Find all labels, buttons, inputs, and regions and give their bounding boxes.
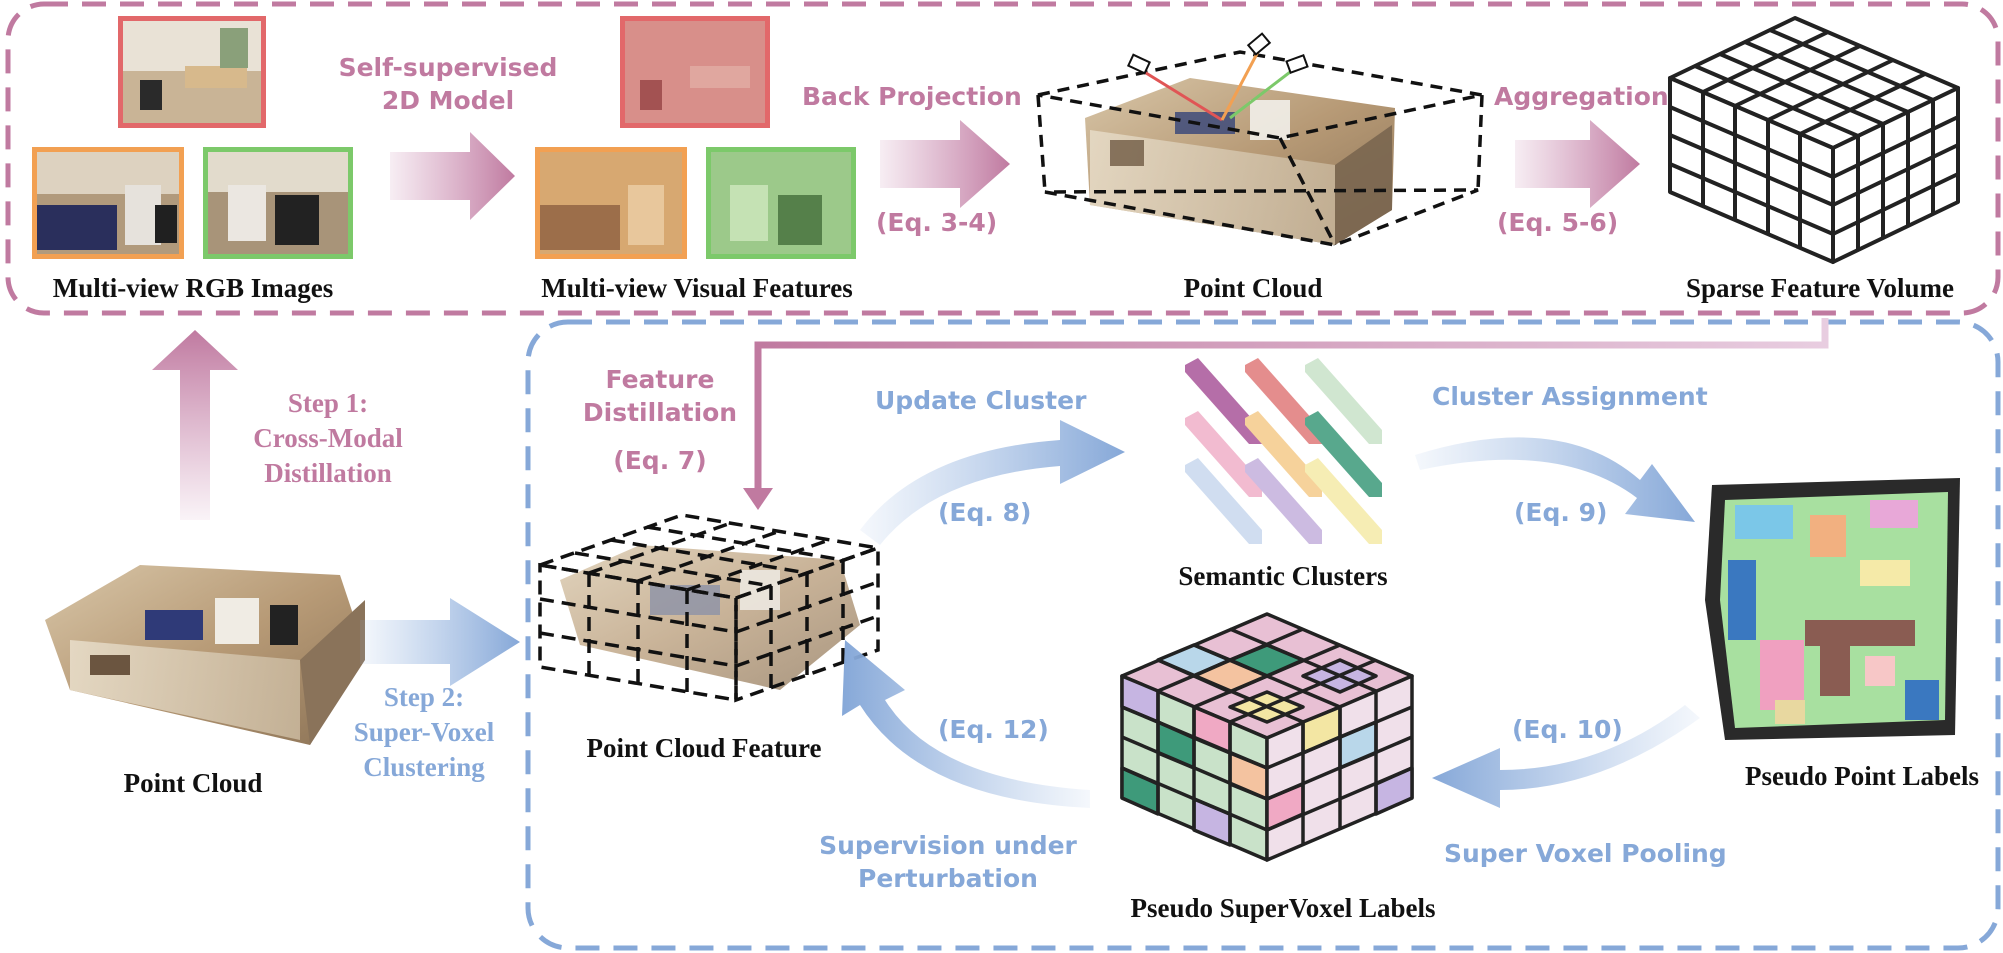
left-point-cloud [45, 565, 365, 745]
label-update-cluster-eq: (Eq. 8) [938, 498, 1032, 527]
label-feature-distillation-eq: (Eq. 7) [613, 446, 707, 475]
label-back-projection: Back Projection [802, 82, 1022, 111]
label-step1: Step 1: Cross-Modal Distillation [253, 386, 403, 491]
label-update-cluster: Update Cluster [875, 386, 1087, 415]
label-feature-distillation-line1: Feature [605, 365, 715, 394]
label-2d-model-line1: Self-supervised [338, 53, 558, 82]
arrow-aggregation [1515, 120, 1640, 208]
rgb-image-right [203, 147, 353, 259]
label-back-projection-eq: (Eq. 3-4) [876, 208, 998, 237]
arrow-supervision [842, 640, 1090, 808]
label-2d-model: Self-supervised 2D Model [339, 52, 558, 117]
label-supervoxel-pooling: Super Voxel Pooling [1444, 839, 1727, 868]
camera-rays [1126, 32, 1309, 122]
label-step2-line3: Clustering [363, 752, 485, 783]
label-aggregation-eq: (Eq. 5-6) [1497, 208, 1619, 237]
label-step1-line1: Step 1: [287, 388, 369, 418]
label-left-point-cloud: Point Cloud [123, 768, 263, 798]
label-supervision-eq: (Eq. 12) [938, 715, 1049, 744]
rgb-image-top [118, 16, 266, 128]
label-step1-line2: Cross-Modal [253, 423, 403, 454]
label-pseudo-supervoxel: Pseudo SuperVoxel Labels [1130, 893, 1436, 923]
label-sparse-volume: Sparse Feature Volume [1686, 273, 1954, 303]
distillation-connector [754, 318, 1829, 490]
rgb-image-left [32, 147, 184, 259]
label-supervision: Supervision under Perturbation [819, 830, 1077, 895]
bottom-panel-border [525, 319, 2001, 951]
arrow-step1 [152, 330, 238, 520]
feature-image-left [535, 147, 687, 259]
pseudo-point-labels [1705, 478, 1960, 740]
feature-image-top [620, 16, 770, 128]
label-top-point-cloud: Point Cloud [1183, 273, 1323, 303]
label-point-cloud-feature: Point Cloud Feature [586, 733, 822, 763]
label-2d-model-line2: 2D Model [381, 85, 515, 115]
label-visual-features: Multi-view Visual Features [541, 273, 853, 303]
pseudo-supervoxel-cube [1120, 612, 1414, 862]
label-cluster-assignment-eq: (Eq. 9) [1514, 498, 1608, 527]
label-semantic-clusters: Semantic Clusters [1178, 561, 1388, 591]
label-step2-line1: Step 2: [383, 682, 465, 712]
label-supervision-line2: Perturbation [858, 863, 1038, 893]
point-cloud-feature-fill [560, 545, 860, 690]
arrow-to-2d-model [390, 132, 515, 220]
label-step1-line3: Distillation [264, 458, 392, 489]
top-panel-border [5, 1, 2001, 316]
top-point-cloud-box [1036, 50, 1484, 247]
label-supervision-line1: Supervision under [819, 831, 1077, 860]
label-step2-line2: Super-Voxel [353, 717, 495, 748]
feature-image-right [706, 147, 856, 259]
semantic-clusters [1185, 358, 1382, 544]
label-step2: Step 2: Super-Voxel Clustering [354, 680, 495, 785]
arrow-cluster-assignment [1415, 437, 1695, 522]
point-cloud-feature-grid [538, 513, 880, 703]
label-aggregation: Aggregation [1494, 82, 1669, 111]
distillation-arrowhead [743, 488, 773, 510]
label-rgb-images: Multi-view RGB Images [52, 273, 334, 303]
label-pseudo-point-labels: Pseudo Point Labels [1744, 761, 1980, 791]
label-cluster-assignment: Cluster Assignment [1432, 382, 1708, 411]
arrow-back-projection [880, 120, 1010, 208]
sparse-feature-volume [1668, 16, 1960, 264]
label-feature-distillation: Feature Distillation [583, 364, 737, 429]
label-supervoxel-pooling-eq: (Eq. 10) [1512, 715, 1623, 744]
top-point-cloud [1085, 78, 1395, 245]
label-feature-distillation-line2: Distillation [582, 397, 738, 427]
arrow-supervoxel-pooling [1432, 705, 1700, 808]
arrow-update-cluster [860, 420, 1125, 545]
arrow-step2 [360, 598, 520, 686]
